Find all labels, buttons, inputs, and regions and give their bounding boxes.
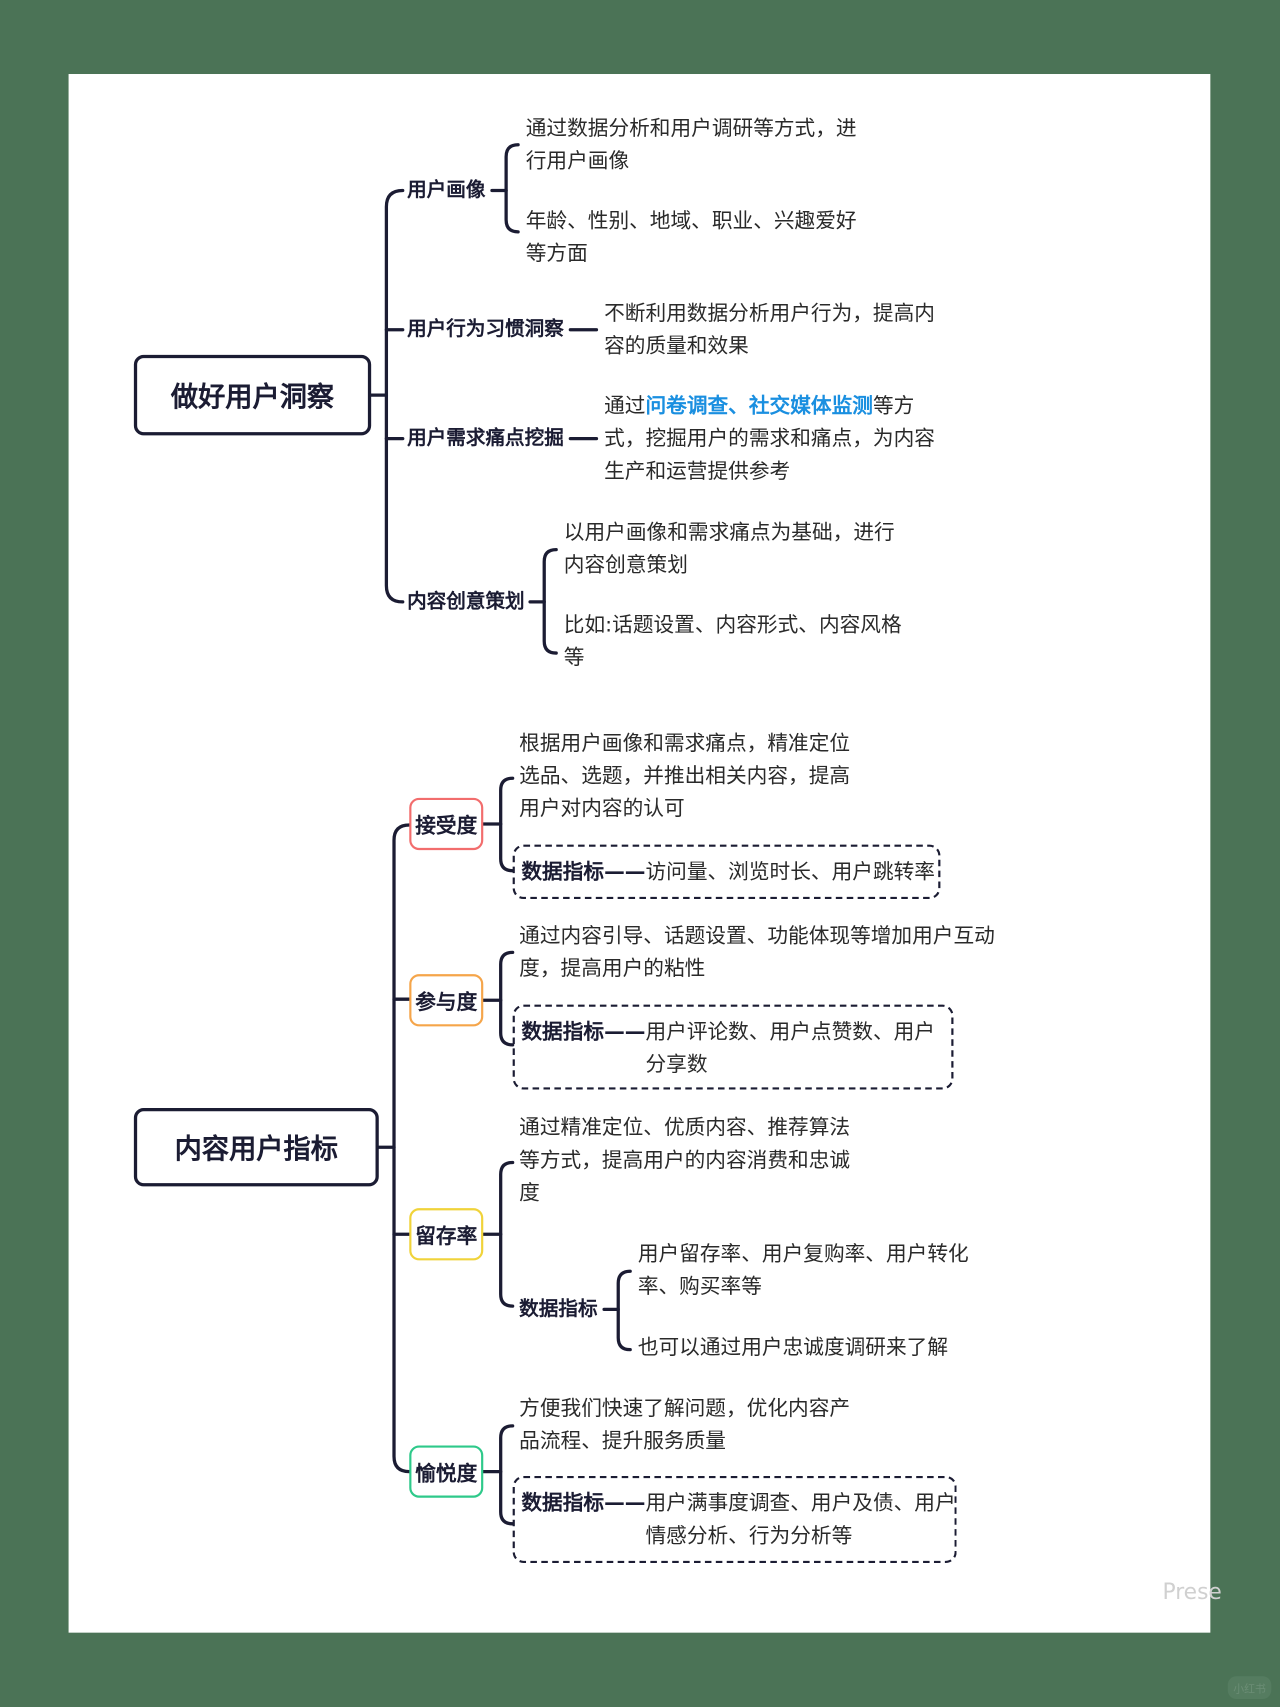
metric-box: 数据指标——用户满事度调查、用户及债、用户 情感分析、行为分析等: [512, 1475, 957, 1563]
metric-box: 数据指标——用户评论数、用户点赞数、用户 分享数: [512, 1004, 954, 1090]
leaf-text-rich: 通过问卷调查、社交媒体监测等方 式，挖掘用户的需求和痛点，为内容 生产和运营提供…: [604, 390, 935, 488]
leaf-text: 年龄、性别、地域、职业、兴趣爱好 等方面: [525, 208, 857, 266]
branch-user-portrait[interactable]: 用户画像: [407, 178, 486, 202]
mindmap-card: [68, 74, 1211, 1633]
metric-label: 数据指标——: [521, 859, 646, 884]
metric-value: 用户满事度调查、用户及债、用户 情感分析、行为分析等: [645, 1491, 956, 1548]
branch-user-behavior[interactable]: 用户行为习惯洞察: [407, 317, 564, 341]
metric-value: 访问量、浏览时长、用户跳转率: [645, 859, 936, 884]
corner-watermark: 小红书: [1227, 1676, 1272, 1700]
node-engagement[interactable]: 参与度: [409, 974, 484, 1027]
metric-label: 数据指标——: [521, 1019, 646, 1044]
metric-box: 数据指标——访问量、浏览时长、用户跳转率: [512, 844, 941, 900]
node-retention[interactable]: 留存率: [409, 1208, 484, 1261]
node-description: 根据用户画像和需求痛点，精准定位 选品、选题，并推出相关内容，提高 用户对内容的…: [519, 731, 851, 821]
node-acceptance[interactable]: 接受度: [409, 797, 484, 851]
branch-content-planning[interactable]: 内容创意策划: [407, 589, 525, 613]
metric-item: 也可以通过用户忠诚度调研来了解: [637, 1335, 949, 1360]
node-description: 方便我们快速了解问题，优化内容产 品流程、提升服务质量: [519, 1396, 851, 1454]
root-node-user-insight[interactable]: 做好用户洞察: [133, 354, 372, 436]
leaf-text: 比如:话题设置、内容形式、内容风格 等: [563, 612, 902, 670]
text-part: 等方 式，挖掘用户的需求和痛点，为内容 生产和运营提供参考: [604, 394, 935, 484]
leaf-text: 通过数据分析和用户调研等方式，进 行用户画像: [525, 116, 857, 174]
root-node-content-metrics[interactable]: 内容用户指标: [133, 1108, 379, 1187]
node-description: 通过精准定位、优质内容、推荐算法 等方式，提高用户的内容消费和忠诚 度: [519, 1115, 851, 1205]
text-part: 通过: [604, 394, 646, 418]
root-label: 内容用户指标: [174, 1133, 338, 1165]
metric-label: 数据指标——: [521, 1491, 646, 1516]
leaf-text: 不断利用数据分析用户行为，提高内 容的质量和效果: [604, 301, 935, 359]
root-label: 做好用户洞察: [170, 380, 335, 413]
metric-label: 数据指标: [519, 1297, 598, 1321]
highlight-text: 问卷调查、社交媒体监测: [645, 394, 873, 418]
node-satisfaction[interactable]: 愉悦度: [409, 1445, 484, 1498]
watermark-text: Prese: [1162, 1578, 1222, 1605]
metric-item: 用户留存率、用户复购率、用户转化 率、购买率等: [637, 1241, 969, 1299]
branch-user-needs[interactable]: 用户需求痛点挖掘: [407, 426, 564, 450]
leaf-text: 以用户画像和需求痛点为基础，进行 内容创意策划: [563, 520, 895, 577]
node-description: 通过内容引导、话题设置、功能体现等增加用户互动 度，提高用户的粘性: [519, 924, 995, 981]
metric-value: 用户评论数、用户点赞数、用户 分享数: [645, 1019, 936, 1077]
